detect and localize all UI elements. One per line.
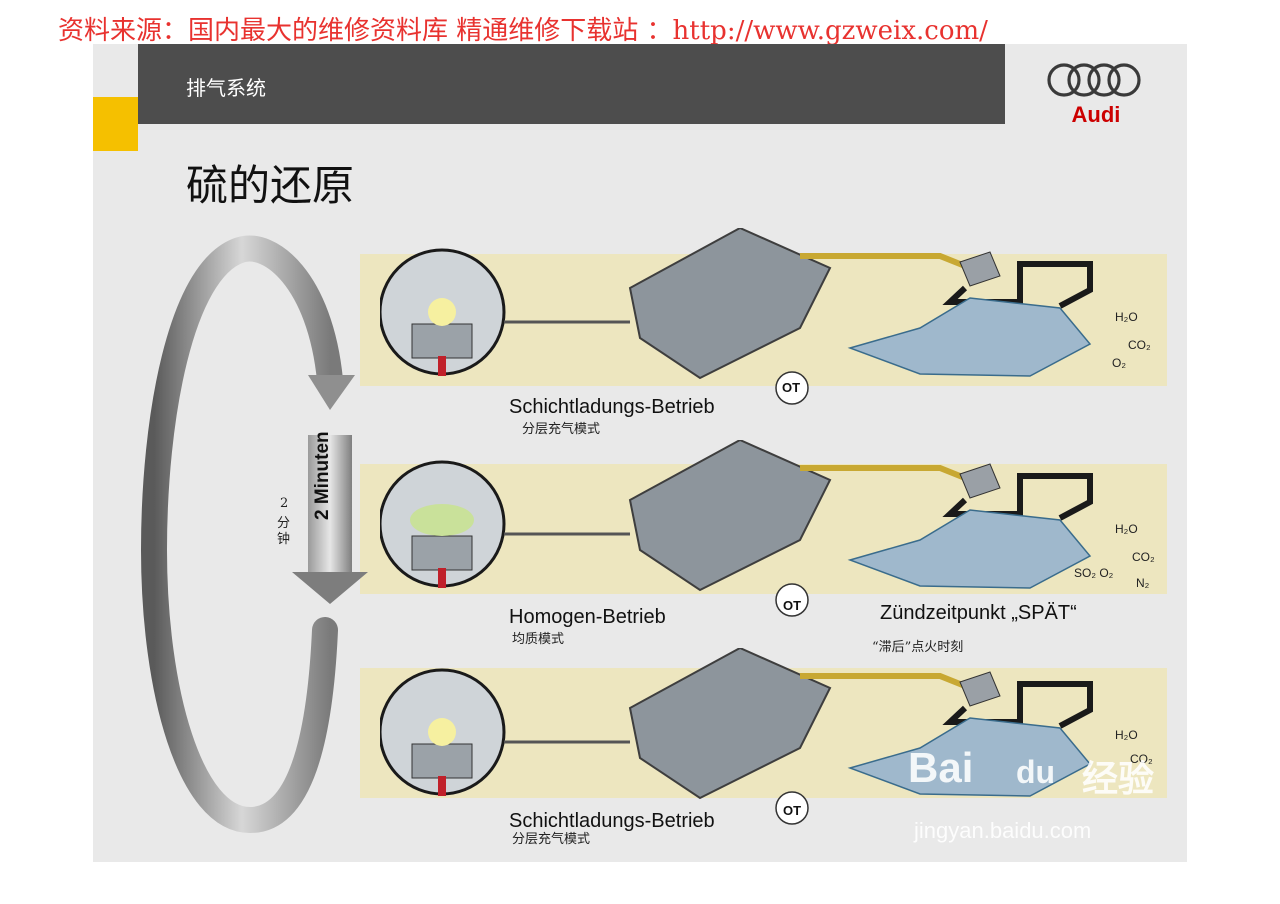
source-banner: 资料来源：国内最大的维修资料库 精通维修下载站 ：http://www.gzwe… [58, 16, 988, 46]
gas-2-c: SO₂ O₂ [1074, 566, 1114, 580]
watermark-brand: Bai [908, 744, 974, 791]
ot-label-3: OT [783, 803, 802, 818]
cycle-label-cn-num: 2 [280, 496, 289, 511]
combustion-1 [428, 298, 456, 326]
ecu-3 [628, 648, 832, 800]
gas-1-c: O₂ [1112, 356, 1126, 370]
audi-logo: Audi [1047, 63, 1141, 127]
mode-label-cn-3: 分层充气模式 [512, 832, 591, 847]
cycle-label-cn-a: 分 [277, 516, 291, 531]
header-bar [138, 44, 1005, 124]
ot-marker-1 [775, 371, 809, 405]
stage-2-diagram [380, 440, 1093, 617]
ot-marker-2 [775, 583, 809, 617]
baidu-watermark: Bai du 经验 jingyan.baidu.com [908, 724, 1188, 854]
ot-label-2: OT [783, 598, 802, 613]
sensor-wire-2 [800, 465, 972, 483]
accent-square [93, 97, 138, 151]
catalyst-2 [847, 509, 1092, 589]
mode-label-1: Schichtladungs-Betrieb [509, 396, 715, 418]
combustion-3 [428, 718, 456, 746]
cycle-label-de: 2 Minuten [312, 431, 333, 520]
ot-marker-3 [775, 791, 809, 825]
cycle-arrow-middle-head [292, 572, 368, 604]
ot-label-1: OT [782, 380, 801, 395]
lambda-sensor-2 [959, 463, 1001, 499]
ecu-1 [628, 228, 832, 380]
cycle-label-cn-b: 钟 [277, 532, 291, 547]
page-title: 硫的还原 [186, 161, 355, 210]
cycle-arrow-top [308, 375, 355, 410]
mode-label-cn-2: 均质模式 [512, 632, 565, 647]
sensor-wire-3 [800, 673, 972, 691]
mode-label-3: Schichtladungs-Betrieb [509, 810, 715, 832]
conrod-3 [438, 776, 446, 796]
gas-2-b: CO₂ [1132, 550, 1155, 564]
gas-3-b: CO₂ [1130, 752, 1153, 766]
mode-label-2: Homogen-Betrieb [509, 606, 666, 628]
watermark-brand-mid: du [1016, 754, 1056, 790]
gas-2-a: H₂O [1115, 522, 1138, 536]
gas-3-a: H₂O [1115, 728, 1138, 742]
ignition-timing-label: Zündzeitpunkt „SPÄT“ [880, 602, 1077, 624]
section-title: 排气系统 [186, 76, 266, 100]
audi-logo-text: Audi [1072, 102, 1121, 127]
cycle-arrow-middle-shaft [308, 435, 352, 575]
gas-1-b: CO₂ [1128, 338, 1151, 352]
gas-1-a: H₂O [1115, 310, 1138, 324]
stage-3-diagram [380, 648, 1093, 825]
cycle-diagram [140, 235, 368, 834]
stage-1-diagram [380, 228, 1093, 405]
piston-3 [411, 743, 473, 779]
exhaust-pipe-3 [942, 681, 1093, 729]
ignition-timing-label-cn: “滞后”点火时刻 [872, 640, 964, 655]
combustion-2 [410, 504, 474, 536]
piston-2 [411, 535, 473, 571]
mode-label-cn-1: 分层充气模式 [522, 422, 601, 437]
lambda-sensor-1 [959, 251, 1001, 287]
ecu-2 [628, 440, 832, 592]
catalyst-3 [847, 717, 1092, 797]
exhaust-pipe-1 [942, 261, 1093, 309]
exhaust-pipe-2 [942, 473, 1093, 521]
piston-1 [411, 323, 473, 359]
conrod-1 [438, 356, 446, 376]
conrod-2 [438, 568, 446, 588]
watermark-url: jingyan.baidu.com [914, 818, 1092, 843]
watermark-brand-cn: 经验 [1082, 758, 1155, 799]
lambda-sensor-3 [959, 671, 1001, 707]
cycle-ring [140, 235, 343, 834]
catalyst-1 [847, 297, 1092, 377]
gas-2-d: N₂ [1136, 576, 1150, 590]
sensor-wire-1 [800, 253, 972, 271]
